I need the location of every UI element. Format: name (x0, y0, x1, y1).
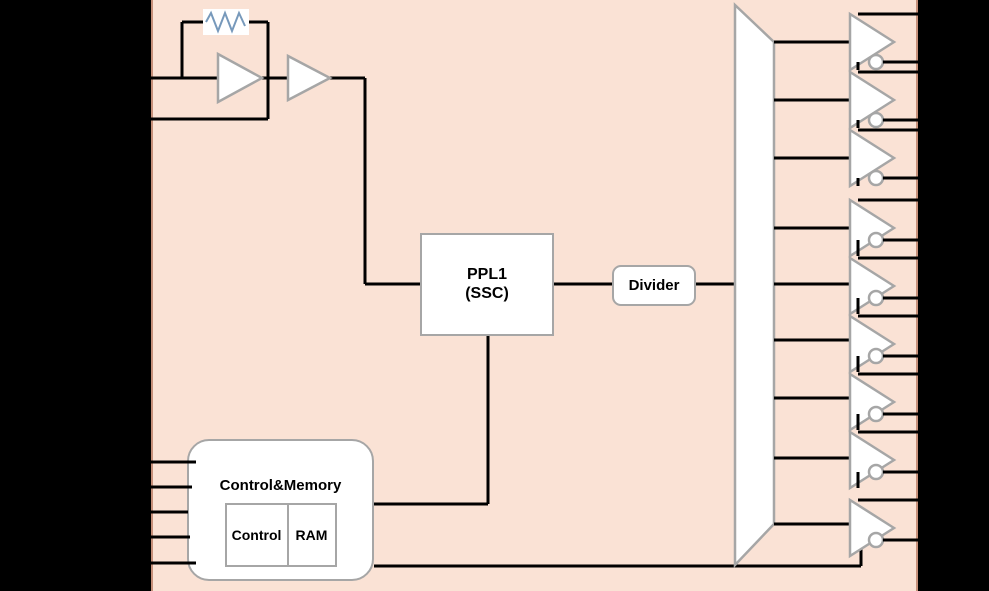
block-pll-label-line2: (SSC) (465, 284, 509, 302)
block-control-memory[interactable]: Control&Memory Control RAM (187, 439, 374, 581)
subblock-ram[interactable]: RAM (289, 505, 335, 565)
block-divider-label: Divider (628, 276, 680, 294)
subblock-control[interactable]: Control (227, 505, 289, 566)
control-memory-subblocks: Control RAM (224, 503, 337, 568)
block-pll[interactable]: PPL1 (SSC) (420, 233, 554, 336)
block-control-memory-label: Control&Memory (219, 477, 342, 494)
block-divider[interactable]: Divider (612, 265, 696, 306)
resistor-symbol-backdrop (203, 9, 249, 35)
subblock-control-label: Control (231, 527, 282, 544)
subblock-ram-label: RAM (295, 527, 328, 544)
block-pll-label-line1: PPL1 (466, 266, 507, 284)
